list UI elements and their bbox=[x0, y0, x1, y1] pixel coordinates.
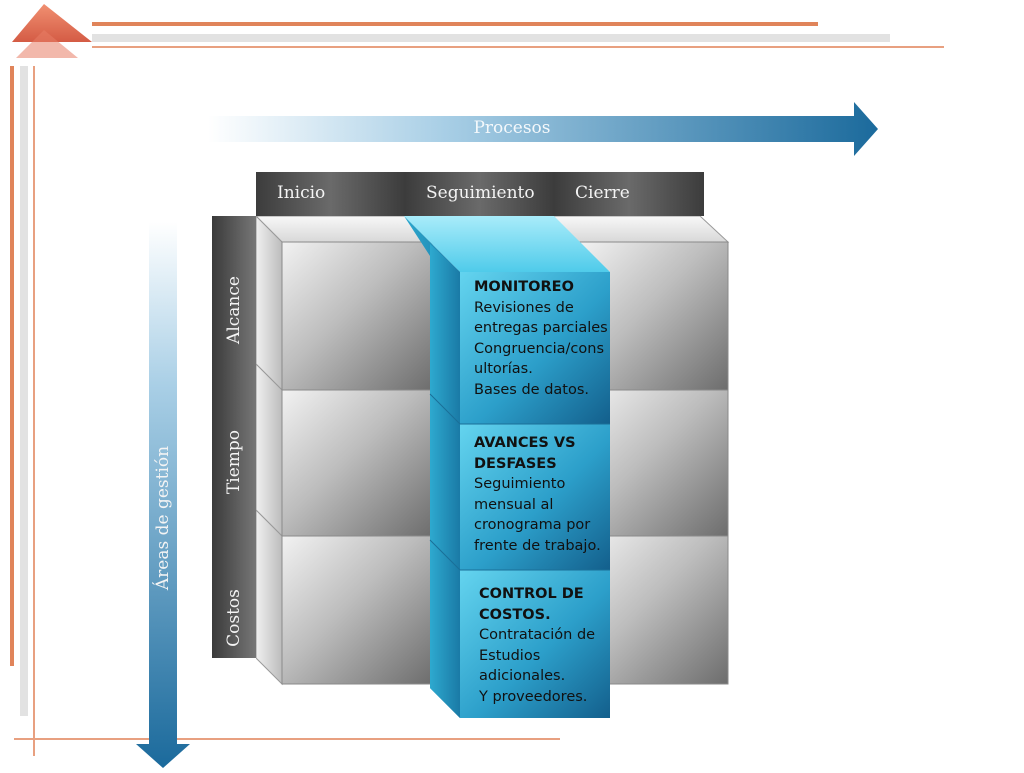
processes-label: Procesos bbox=[473, 118, 551, 138]
highlight-column[interactable] bbox=[404, 216, 614, 720]
cell-monitoreo-line: Congruencia/cons bbox=[474, 340, 605, 357]
cell-control-costos: CONTROL DE COSTOS. Contratación de Estud… bbox=[479, 584, 611, 707]
column-header-inicio: Inicio bbox=[277, 183, 326, 203]
areas-label: Áreas de gestión bbox=[153, 445, 173, 591]
cell-avances-title: AVANCES VS bbox=[474, 435, 576, 451]
cell-avances-line: Seguimiento bbox=[474, 476, 566, 492]
cell-monitoreo-line: ultorías. bbox=[474, 361, 533, 377]
cell-monitoreo-title: MONITOREO bbox=[474, 279, 574, 295]
cell-monitoreo-line: Bases de datos. bbox=[474, 381, 590, 398]
cell-monitoreo-line: entregas parciales bbox=[474, 320, 608, 336]
column-header-seguimiento: Seguimiento bbox=[426, 183, 535, 203]
cell-avances: AVANCES VS DESFASES Seguimiento mensual … bbox=[474, 433, 610, 556]
column-header-cierre: Cierre bbox=[575, 183, 630, 203]
cell-avances-line: frente de trabajo. bbox=[474, 537, 601, 554]
arrow-down-icon bbox=[136, 222, 190, 768]
cell-costos-line: Y proveedores. bbox=[479, 688, 588, 705]
column-headers: Inicio Seguimiento Cierre bbox=[256, 172, 704, 216]
cell-costos-line: Contratación de bbox=[479, 627, 596, 643]
cell-monitoreo: MONITOREO Revisiones de entregas parcial… bbox=[474, 277, 610, 400]
row-header-costos: Costos bbox=[224, 589, 244, 647]
cell-avances-line: cronograma por bbox=[474, 517, 591, 533]
row-headers: Alcance Tiempo Costos bbox=[212, 216, 256, 658]
cell-costos-title: CONTROL DE bbox=[479, 586, 584, 602]
row-header-alcance: Alcance bbox=[224, 276, 244, 344]
cell-avances-line: mensual al bbox=[474, 496, 554, 513]
cell-costos-line: adicionales. bbox=[479, 668, 566, 684]
areas-arrow: Áreas de gestión bbox=[136, 222, 190, 768]
row-header-tiempo: Tiempo bbox=[224, 429, 244, 495]
arrow-right-icon bbox=[208, 102, 878, 156]
cell-monitoreo-line: Revisiones de bbox=[474, 299, 574, 316]
cell-costos-line: Estudios bbox=[479, 647, 541, 664]
processes-arrow: Procesos bbox=[208, 100, 880, 158]
cell-costos-title: COSTOS. bbox=[479, 606, 551, 623]
cell-avances-title: DESFASES bbox=[474, 455, 557, 472]
